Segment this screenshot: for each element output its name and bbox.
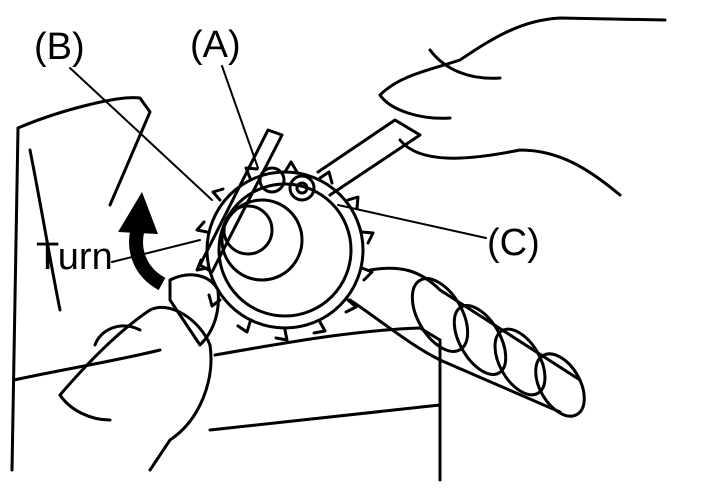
sprocket [197,162,373,340]
engine-head-outline [12,98,440,480]
curved-arrow-icon [118,192,162,284]
turn-label: Turn [36,236,113,278]
camshaft [350,268,594,424]
wrench-and-hand [318,18,665,195]
screwdriver-and-hand [60,130,282,470]
callout-label-a: (A) [190,24,241,66]
callout-label-b: (B) [34,26,85,68]
callout-label-c: (C) [487,222,540,264]
leader-lines [70,66,486,262]
